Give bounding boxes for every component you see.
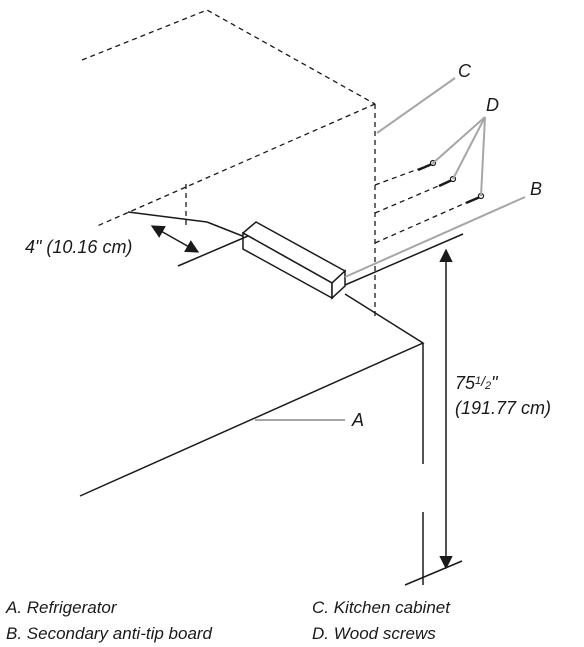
leader-lines-d (431, 116, 486, 197)
height-fraction-numerator: 1 (475, 375, 481, 387)
legend-item-d: D. Wood screws (312, 624, 436, 643)
height-metric-label: (191.77 cm) (455, 398, 551, 418)
refrigerator-outline (79, 221, 464, 586)
clearance-dimension (127, 211, 249, 267)
callout-a: A (351, 410, 364, 430)
kitchen-cabinet-outline (81, 9, 471, 320)
legend-item-b: B. Secondary anti-tip board (6, 624, 213, 643)
legend: A. Refrigerator B. Secondary anti-tip bo… (5, 598, 451, 643)
legend-item-a: A. Refrigerator (5, 598, 118, 617)
legend-item-c: C. Kitchen cabinet (312, 598, 451, 617)
height-fraction-slash: / (480, 373, 487, 389)
callout-d: D (486, 95, 499, 115)
height-label: 751/2" (455, 373, 499, 393)
anti-tip-board (241, 221, 347, 300)
height-inch-mark: " (491, 373, 499, 393)
leader-line-c (376, 77, 456, 134)
height-whole: 75 (455, 373, 476, 393)
leader-line-b (344, 196, 526, 278)
callout-b: B (530, 179, 542, 199)
clearance-label: 4" (10.16 cm) (25, 237, 132, 257)
height-fraction-denominator: 2 (484, 380, 491, 392)
callout-c: C (458, 61, 472, 81)
